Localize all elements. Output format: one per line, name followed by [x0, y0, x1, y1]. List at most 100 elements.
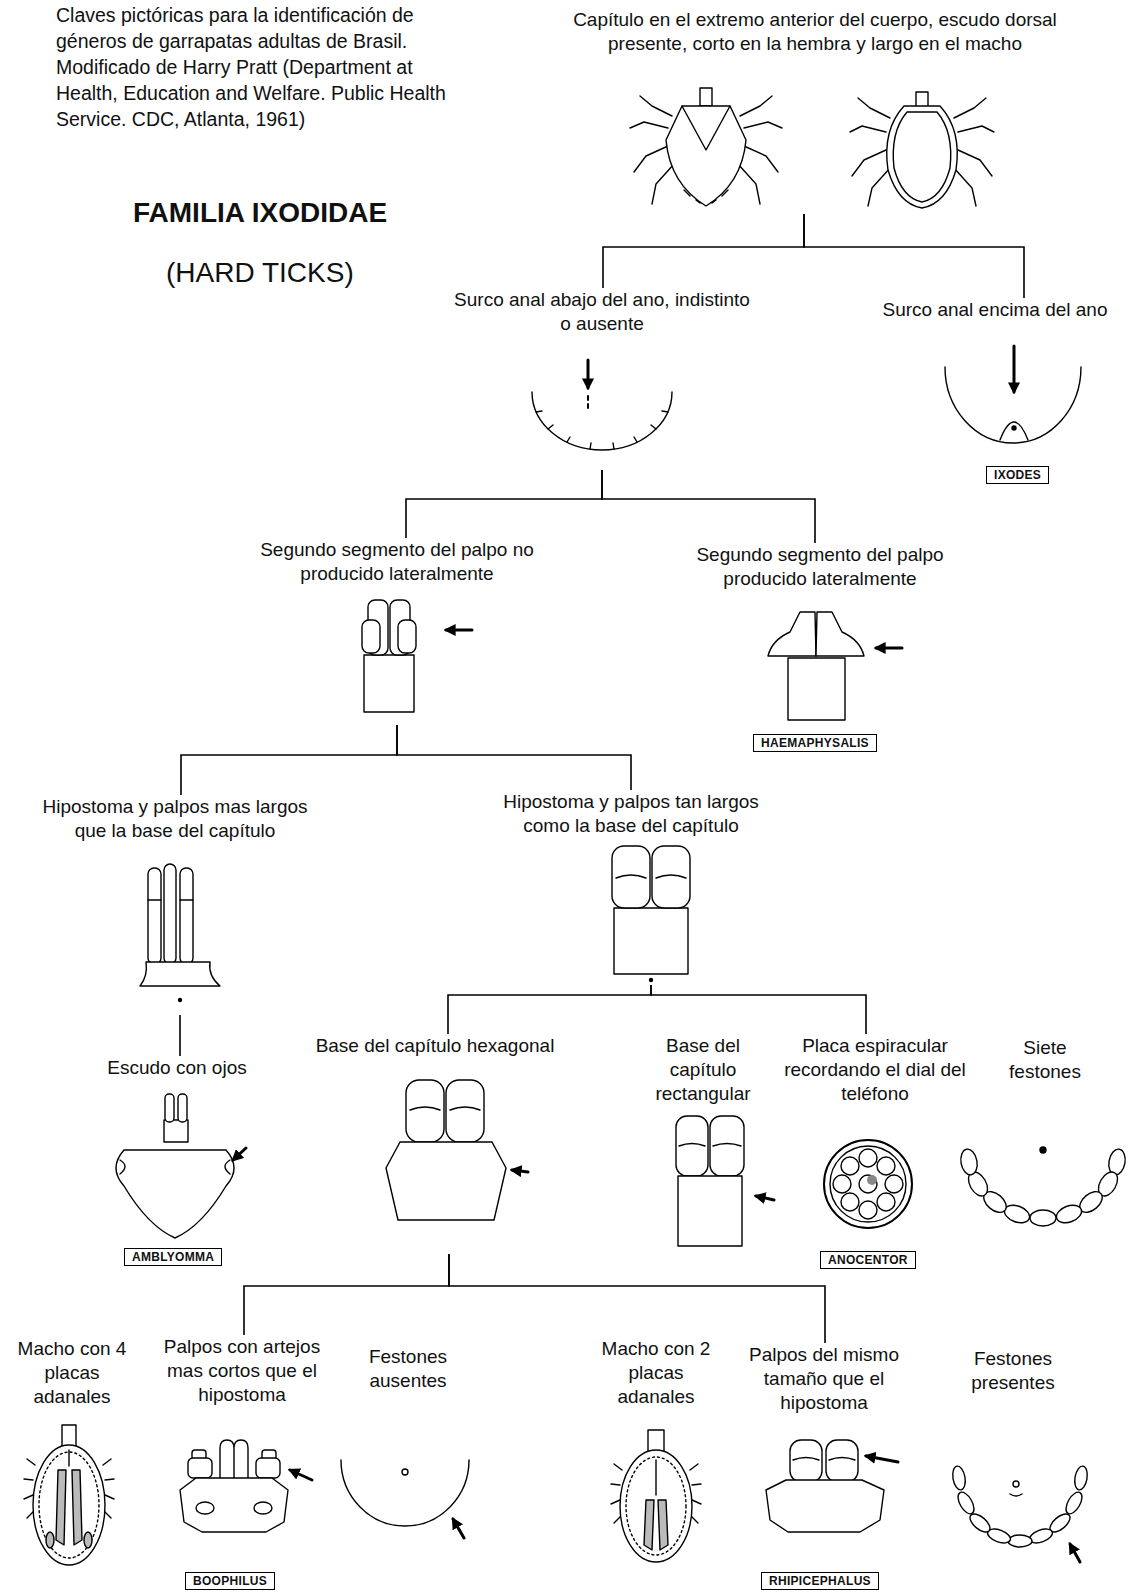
palp-produced-part [876, 647, 902, 650]
key-text: Base del capítulo hexagonal [295, 1034, 575, 1058]
rectangular-base-part [678, 1176, 742, 1246]
seven-festoons-part [1054, 1202, 1084, 1226]
key-step: Capítulo en el extremo anterior del cuer… [555, 8, 1075, 214]
key-text: Festones presentes [963, 1347, 1063, 1395]
key-step: Surco anal encima del ano [865, 298, 1125, 455]
spiracular-plate [824, 1140, 912, 1228]
female-tick-part [700, 88, 712, 106]
key-step: Placa espiracular recordando el dial del… [780, 1034, 970, 1245]
rhipicephalus-capitulum-part [793, 1458, 855, 1461]
boophilus-capitulum-part [254, 1502, 272, 1514]
bracket-connector [406, 470, 602, 538]
long-palps-part [148, 868, 161, 964]
male-tick-part [850, 98, 890, 206]
male-four-plates-part [46, 1532, 54, 1548]
festoons-present-part [951, 1465, 967, 1491]
male-two-plates-part [626, 1457, 686, 1555]
hexagonal-base-part [386, 1142, 506, 1220]
key-step: Macho con 4 placas adanales [7, 1337, 137, 1567]
scutum-with-eyes-part [120, 1160, 230, 1174]
spiracular-plate-part [867, 1175, 877, 1185]
hexagonal-base-part [410, 1107, 480, 1110]
key-text: Escudo con ojos [77, 1056, 277, 1080]
subtitle: (HARD TICKS) [166, 256, 354, 290]
key-text: Festones ausentes [358, 1345, 458, 1393]
bracket-connector [181, 725, 397, 795]
key-text: Segundo segmento del palpo no producido … [232, 538, 562, 586]
spiracular-plate-part [824, 1140, 912, 1228]
female-tick-part [684, 190, 728, 203]
hexagonal-base-part [446, 1080, 484, 1142]
spiracular-plate-part [877, 1157, 895, 1175]
anal-groove-below-part [536, 411, 668, 449]
male-two-plates-part [644, 1500, 668, 1550]
spiracular-plate-part [841, 1193, 859, 1211]
male-four-plates-part [56, 1470, 82, 1545]
key-step: Segundo segmento del palpo producido lat… [660, 543, 980, 725]
festoons-present-part [1073, 1465, 1089, 1491]
festoons-absent [341, 1460, 469, 1538]
male-four-plates-part [84, 1532, 92, 1548]
palp-produced-part [768, 612, 816, 656]
genus-name: IXODES [994, 468, 1041, 482]
key-text: Surco anal encima del ano [865, 298, 1125, 322]
festoons-absent-part [402, 1469, 408, 1475]
boophilus-capitulum-part [196, 1502, 214, 1514]
long-palps [140, 864, 220, 1002]
spiracular-plate-part [833, 1175, 851, 1193]
key-step: Palpos con artejos mas cortos que el hip… [147, 1335, 337, 1565]
key-step: Festones presentes [963, 1347, 1063, 1562]
boophilus-capitulum-part [290, 1470, 312, 1480]
tick-illustrations-part [24, 88, 1127, 1565]
palp-produced-part [788, 658, 845, 720]
source-note: Claves pictóricas para la identificación… [56, 2, 474, 132]
bracket-connector [244, 1254, 449, 1335]
festoons-present-part [1070, 1544, 1080, 1562]
rhipicephalus-capitulum-part [826, 1440, 858, 1482]
anal-groove-below-part [587, 360, 590, 388]
boophilus-capitulum-part [256, 1458, 280, 1478]
male-two-plates-part [648, 1430, 664, 1452]
rhipicephalus-capitulum-part [766, 1480, 884, 1532]
bracket-connector [449, 1254, 825, 1343]
rhipicephalus-capitulum-part [866, 1456, 898, 1462]
spiracular-plate-part [859, 1149, 877, 1167]
male-two-plates [611, 1430, 701, 1562]
key-step: Surco anal abajo del ano, indistinto o a… [452, 288, 752, 470]
long-palps-part [164, 864, 176, 964]
anal-groove-above [945, 346, 1081, 443]
key-step: Hipostoma y palpos mas largos que la bas… [30, 795, 320, 1015]
short-palps-part [614, 908, 688, 974]
scutum-with-eyes [116, 1094, 246, 1238]
short-palps-part [650, 979, 653, 982]
scutum-with-eyes-part [164, 1120, 188, 1142]
scutum-with-eyes-part [165, 1094, 174, 1122]
boophilus-capitulum-part [188, 1458, 212, 1478]
festoons-present-part [955, 1490, 977, 1517]
spiracular-plate-part [877, 1193, 895, 1211]
key-text: Hipostoma y palpos mas largos que la bas… [30, 795, 320, 843]
key-text: Palpos del mismo tamaño que el hipostoma [734, 1343, 914, 1415]
hexagonal-base-part [406, 1080, 444, 1142]
key-text: Hipostoma y palpos tan largos como la ba… [486, 790, 776, 838]
key-text: Siete festones [995, 1036, 1095, 1084]
female-tick-part [666, 106, 746, 206]
anal-groove-below [532, 360, 672, 450]
long-palps-part [179, 999, 182, 1002]
key-text: Capítulo en el extremo anterior del cuer… [555, 8, 1075, 56]
festoons-present-part [1063, 1490, 1085, 1517]
key-step: Base del capítulo hexagonal [295, 1034, 575, 1254]
key-step: Escudo con ojos [77, 1056, 277, 1240]
male-four-plates-part [33, 1445, 105, 1565]
festoons-present-part [1008, 1535, 1032, 1547]
boophilus-capitulum-part [180, 1478, 288, 1532]
genus-label-box: ANOCENTOR [820, 1251, 916, 1269]
key-step: Festones ausentes [358, 1345, 458, 1560]
anal-groove-below-part [587, 396, 589, 408]
bracket-connector [397, 725, 631, 790]
male-four-plates-part [62, 1425, 76, 1447]
genus-name: HAEMAPHYSALIS [761, 736, 869, 750]
diagram-title: FAMILIA IXODIDAE [133, 196, 387, 230]
spiracular-plate-part [885, 1175, 903, 1193]
key-text: Segundo segmento del palpo producido lat… [660, 543, 980, 591]
